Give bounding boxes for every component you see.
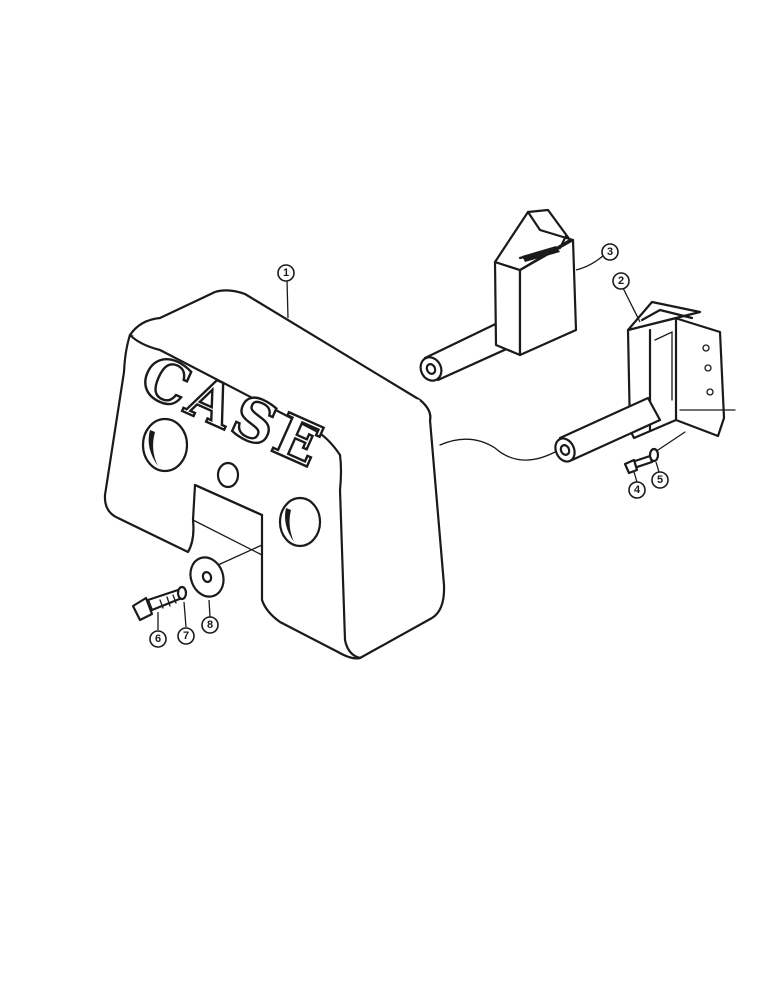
lock-washer-5 <box>648 447 660 463</box>
svg-text:3: 3 <box>607 246 613 258</box>
callout-5: 5 <box>651 471 669 489</box>
bracket-part-3 <box>419 208 578 382</box>
bracket-part-2 <box>554 300 736 463</box>
callout-8: 8 <box>201 616 219 634</box>
washer-8 <box>189 556 225 598</box>
bolt-4 <box>623 454 654 475</box>
callout-3: 3 <box>601 243 619 261</box>
svg-text:4: 4 <box>634 484 641 496</box>
callout-6: 6 <box>149 630 167 648</box>
lock-washer-7 <box>176 585 188 601</box>
assembly-line-lower <box>217 544 263 566</box>
svg-text:7: 7 <box>183 630 189 642</box>
svg-text:1: 1 <box>283 267 289 279</box>
svg-text:5: 5 <box>657 474 663 486</box>
svg-text:8: 8 <box>207 619 213 631</box>
callout-4: 4 <box>628 481 646 499</box>
callout-2: 2 <box>612 272 630 290</box>
svg-text:2: 2 <box>618 275 624 287</box>
bolt-6 <box>131 588 184 622</box>
callout-1: 1 <box>277 264 295 282</box>
callout-7: 7 <box>177 627 195 645</box>
svg-text:6: 6 <box>155 633 161 645</box>
counterweight: CASE <box>103 289 446 660</box>
assembly-line <box>439 438 556 461</box>
